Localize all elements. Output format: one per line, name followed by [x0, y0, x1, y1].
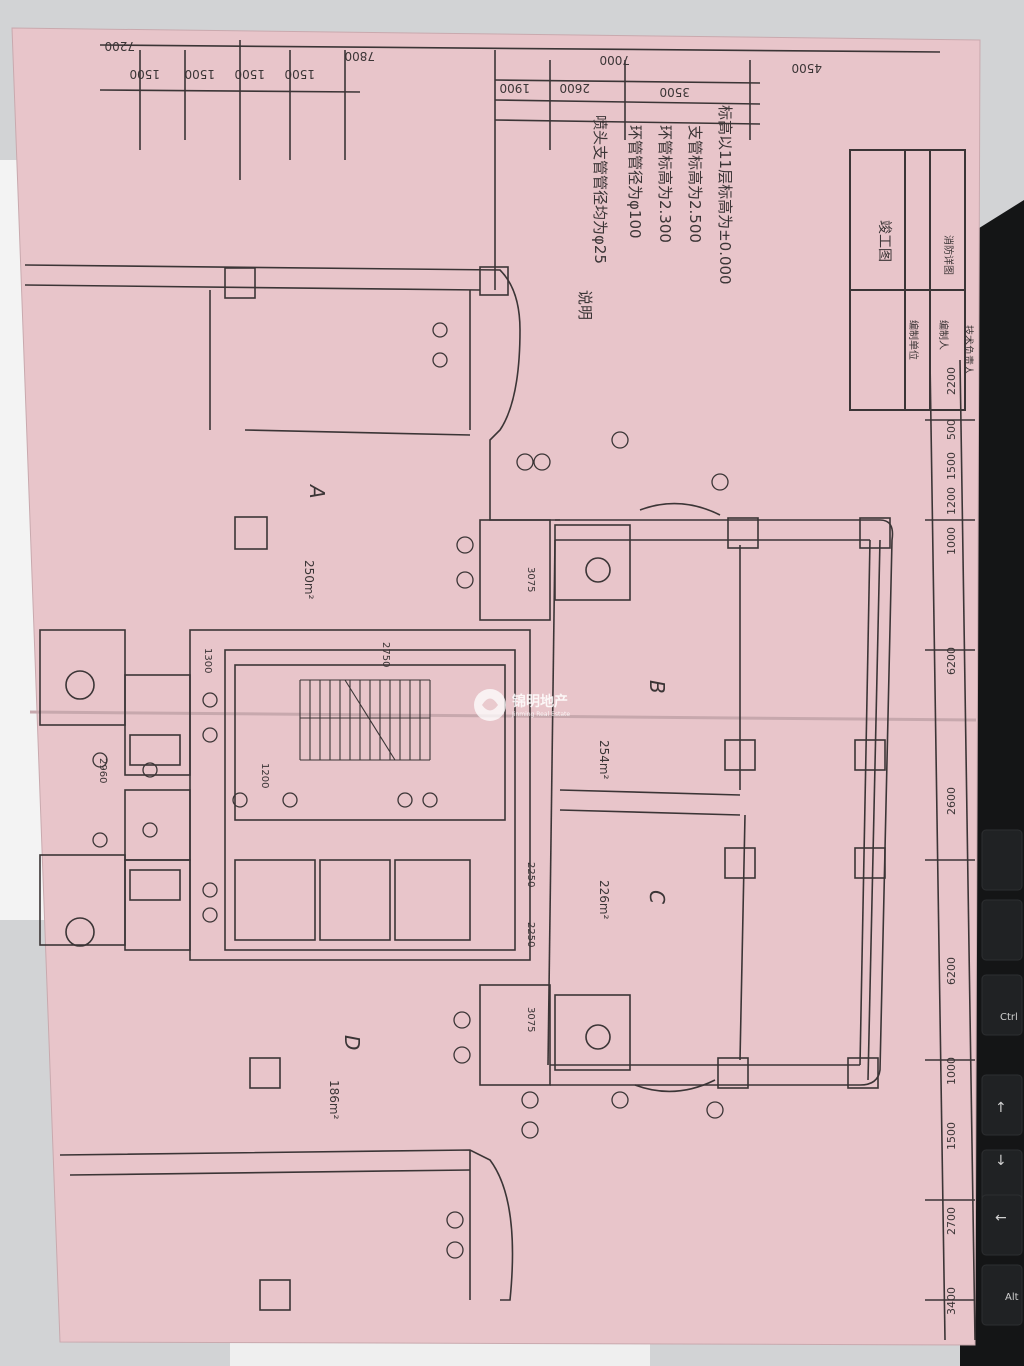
room-label-a: A [305, 483, 329, 499]
area-label-a: 250m² [302, 560, 316, 600]
core-dim: 2250 [525, 862, 536, 887]
top-dim: 7800 [344, 49, 375, 63]
watermark: 锦明地产 Jinming Real Estate [474, 689, 570, 721]
top-dim: 7000 [599, 53, 630, 67]
arrow-left-key-icon: ← [995, 1210, 1007, 1226]
core-dim: 2960 [97, 758, 108, 783]
watermark-brand: 锦明地产 [512, 693, 568, 710]
side-dim: 500 [945, 419, 958, 440]
side-dim: 1000 [945, 1057, 958, 1085]
room-label-d: D [340, 1035, 364, 1050]
stamp-row-author: 编制人 [937, 320, 950, 350]
key-alt-label: Alt [1005, 1292, 1019, 1303]
top-dim: 2600 [559, 81, 590, 95]
area-label-c: 226m² [597, 880, 611, 920]
room-label-c: C [645, 890, 669, 904]
core-dimensions: 1300 2750 1200 3075 2250 2250 3075 2960 [97, 567, 536, 1032]
completion-stamp [849, 149, 966, 411]
side-dim: 1200 [945, 487, 958, 515]
watermark-sub: Jinming Real Estate [511, 711, 570, 718]
top-dim: 7200 [104, 39, 135, 53]
arrow-up-key-icon: ↑ [995, 1100, 1007, 1116]
paper-sheet [11, 27, 981, 1346]
note-line-5: 标高以11层标高为±0.000 [716, 105, 734, 285]
stamp-tag: 消防详图 [942, 235, 955, 275]
top-dim: 1500 [234, 67, 265, 81]
top-dim: 3500 [659, 85, 690, 99]
area-label-d: 186m² [327, 1080, 341, 1120]
area-labels: 250m² 254m² 226m² 186m² [302, 560, 611, 1120]
area-label-b: 254m² [597, 740, 611, 780]
core-dim: 3075 [525, 1007, 536, 1032]
core-dim: 2750 [380, 642, 391, 667]
side-dim: 6200 [945, 957, 958, 985]
top-dim: 1900 [499, 81, 530, 95]
note-line-2: 环管管径为φ100 [626, 125, 644, 239]
notes-block: 说明 喷头支管管径均为φ25 环管管径为φ100 环管标高为2.300 支管标高… [576, 105, 734, 320]
paper-fold [29, 710, 977, 722]
top-dim: 1500 [284, 67, 315, 81]
side-dim: 2200 [945, 367, 958, 395]
stamp-row-tech: 技术负责人 [962, 325, 975, 375]
floor-plan-linework [24, 40, 976, 1341]
top-dim: 1500 [129, 67, 160, 81]
room-labels: A B C D [305, 483, 669, 1050]
side-dim: 1500 [945, 1122, 958, 1150]
side-dim: 1000 [945, 527, 958, 555]
stamp-title: 竣工图 [876, 220, 892, 262]
side-dim: 2700 [945, 1207, 958, 1235]
top-dimensions: 7200 1500 1500 1500 1500 7800 1900 2600 … [104, 39, 822, 99]
key-ctrl-label: Ctrl [1000, 1012, 1018, 1023]
side-dim: 1500 [945, 452, 958, 480]
core-dim: 1300 [202, 648, 213, 673]
side-dim: 3400 [945, 1287, 958, 1315]
side-dim: 2600 [945, 787, 958, 815]
note-line-4: 支管标高为2.500 [686, 125, 704, 243]
core-dim: 1200 [259, 763, 270, 788]
room-label-b: B [645, 680, 669, 694]
note-line-3: 环管标高为2.300 [656, 125, 674, 243]
top-dim: 1500 [184, 67, 215, 81]
side-dimensions: 2200 500 1500 1200 1000 6200 2600 6200 1… [945, 367, 958, 1315]
notes-title: 说明 [576, 290, 594, 320]
top-dim: 4500 [791, 61, 822, 75]
arrow-down-key-icon: ↓ [995, 1153, 1007, 1169]
core-dim: 3075 [525, 567, 536, 592]
core-dim: 2250 [525, 922, 536, 947]
note-line-1: 喷头支管管径均为φ25 [591, 115, 609, 264]
stamp-row-unit: 编制单位 [907, 320, 920, 360]
side-dim: 6200 [945, 647, 958, 675]
